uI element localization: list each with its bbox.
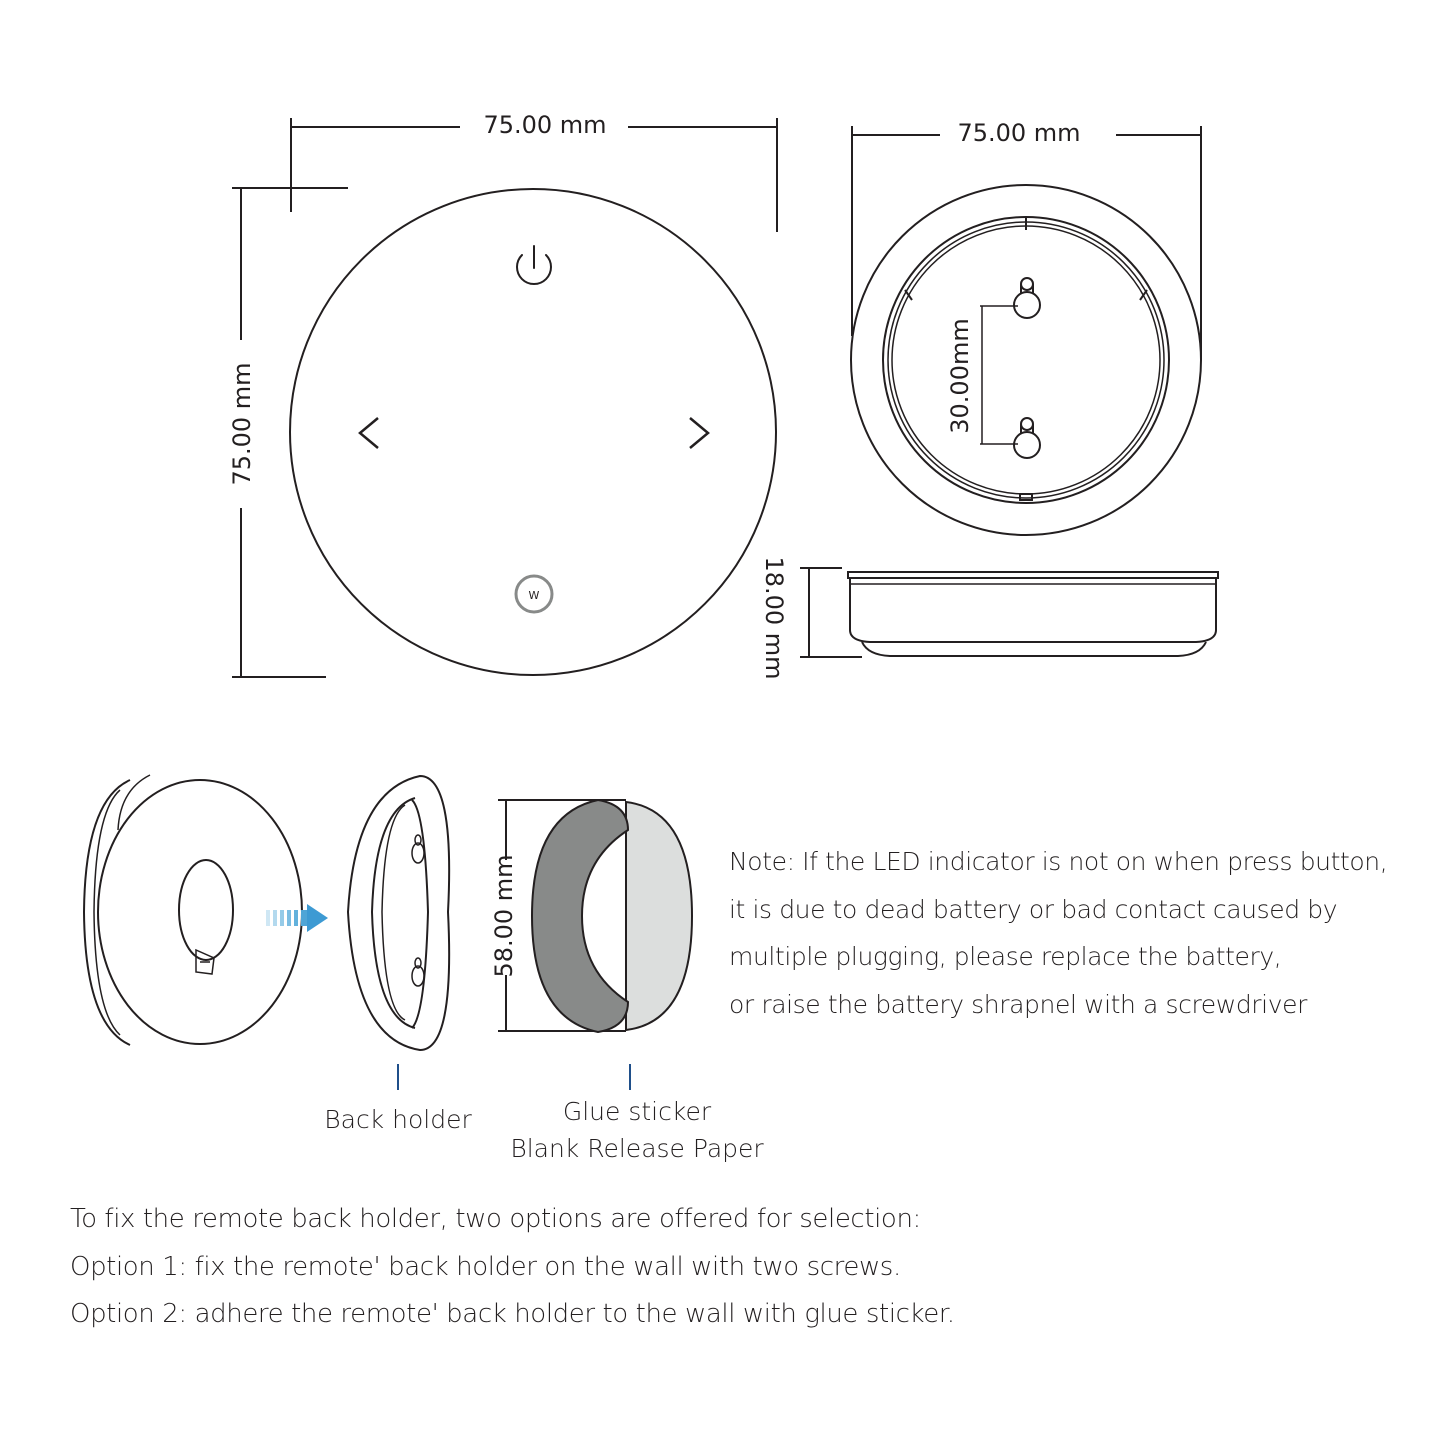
back-width-label: 75.00 mm [957, 119, 1080, 147]
instruction-line: Option 2: adhere the remote' back holder… [70, 1299, 955, 1329]
note-line: or raise the battery shrapnel with a scr… [729, 989, 1307, 1019]
screw-spacing-label: 30.00mm [946, 318, 974, 433]
w-button-label: W [529, 589, 540, 602]
note-line: it is due to dead battery or bad contact… [729, 894, 1338, 924]
battery-cover [178, 859, 234, 961]
w-button-icon: W [514, 574, 554, 614]
back-notch-bottom [1019, 493, 1033, 501]
side-body [849, 578, 1217, 643]
release-paper [625, 800, 694, 1032]
note-line: multiple plugging, please replace the ba… [729, 942, 1282, 971]
keyhole-bottom-icon [1013, 417, 1041, 459]
front-view [232, 118, 778, 678]
side-base [861, 641, 1207, 657]
back-inner-ring [882, 216, 1170, 504]
back-view [850, 126, 1202, 536]
glue-sticker [498, 798, 694, 1034]
back-inner-ring-2 [887, 221, 1165, 499]
led-note: Note: If the LED indicator is not on whe… [729, 838, 1429, 1028]
latch-icon [195, 948, 215, 975]
back-inner-ring-3 [891, 225, 1161, 495]
side-top-plate [847, 571, 1219, 579]
mounting-instructions: To fix the remote back holder, two optio… [70, 1196, 1070, 1339]
back-holder-label: Back holder [324, 1105, 472, 1134]
back-notch-left [904, 289, 913, 301]
sticker-height-label: 58.00 mm [490, 854, 518, 977]
back-holder-perspective [346, 774, 451, 1052]
front-remote-body [289, 188, 777, 676]
right-arrow-icon [689, 417, 710, 449]
front-height-label: 75.00 mm [228, 362, 256, 485]
instruction-line: To fix the remote back holder, two optio… [70, 1204, 921, 1234]
release-paper-label: Blank Release Paper [510, 1134, 764, 1163]
power-icon [516, 245, 552, 286]
keyhole-top-icon [1013, 277, 1041, 319]
side-view [800, 567, 1219, 658]
glue-sticker-label: Glue sticker [563, 1097, 712, 1126]
adhesive-pad [530, 798, 630, 1034]
left-arrow-icon [358, 417, 379, 449]
side-thickness-label: 18.00 mm [760, 556, 788, 679]
note-line: Note: If the LED indicator is not on whe… [729, 847, 1388, 876]
assembly-arrow-icon [266, 904, 328, 932]
holder-keyhole-top-icon [411, 834, 425, 864]
back-outer-ring [850, 184, 1202, 536]
front-width-label: 75.00 mm [483, 111, 606, 139]
holder-keyhole-bottom-icon [411, 957, 425, 987]
instruction-line: Option 1: fix the remote' back holder on… [70, 1251, 901, 1282]
back-notch-right [1139, 289, 1148, 301]
